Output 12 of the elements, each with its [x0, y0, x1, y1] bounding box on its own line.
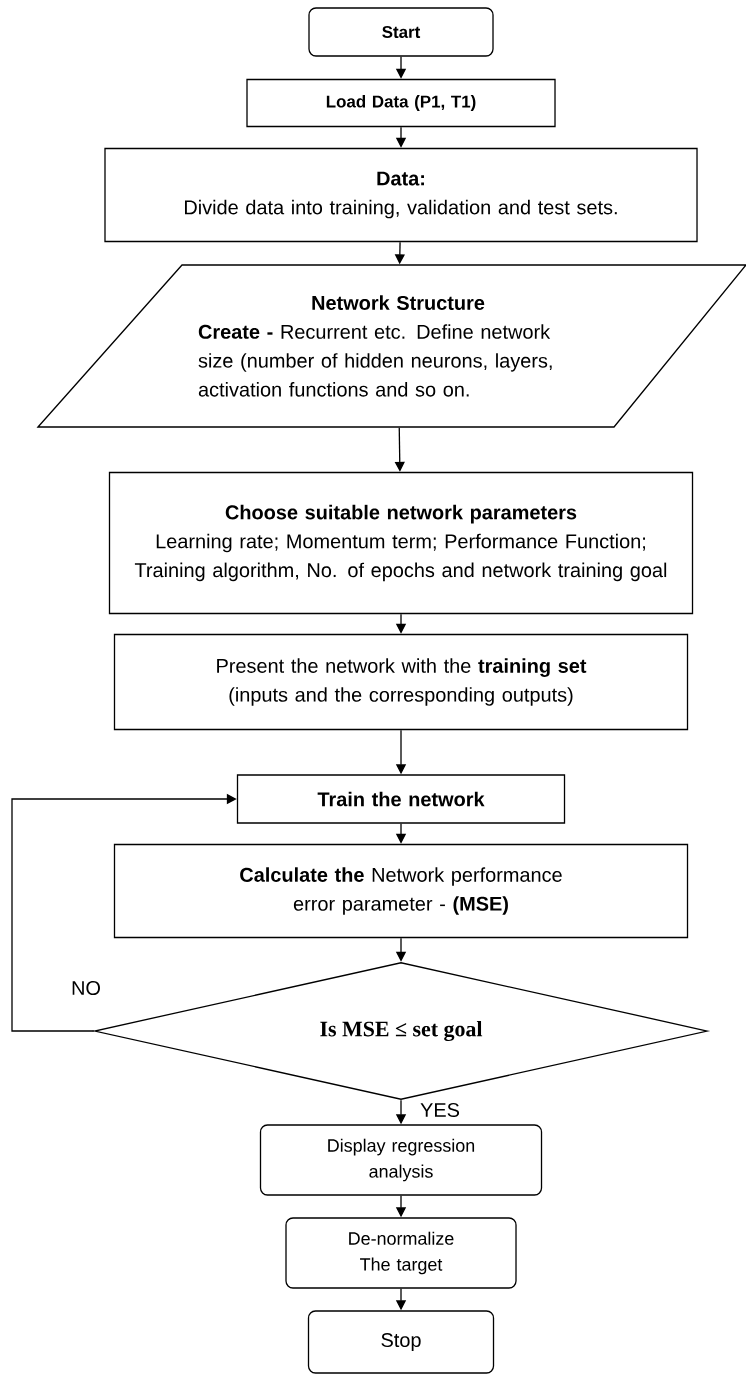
terminal-box: Display regression analysis	[259, 1124, 543, 1196]
process-box: Present the network with the training set (inputs and the corresponding outputs)	[113, 633, 689, 731]
edge-label: YES	[418, 1100, 462, 1120]
process-box: Data: Divide data into training, validation and test sets.	[104, 147, 698, 243]
process-box: Choose suitable network parameters Learning rate; Momentum term; Performance Function; Training algorithm, No. of epochs and network training goal	[108, 471, 694, 615]
process-box: Load Data (P1, T1)	[246, 78, 556, 128]
process-box: Train the network	[236, 774, 566, 824]
process-box: Calculate the Network performance error parameter - (MSE)	[113, 843, 689, 939]
terminal-box: Start	[308, 7, 494, 57]
terminal-box: De-normalize The target	[285, 1217, 517, 1289]
terminal-box: Stop	[307, 1310, 495, 1374]
arrow	[11, 793, 237, 1032]
